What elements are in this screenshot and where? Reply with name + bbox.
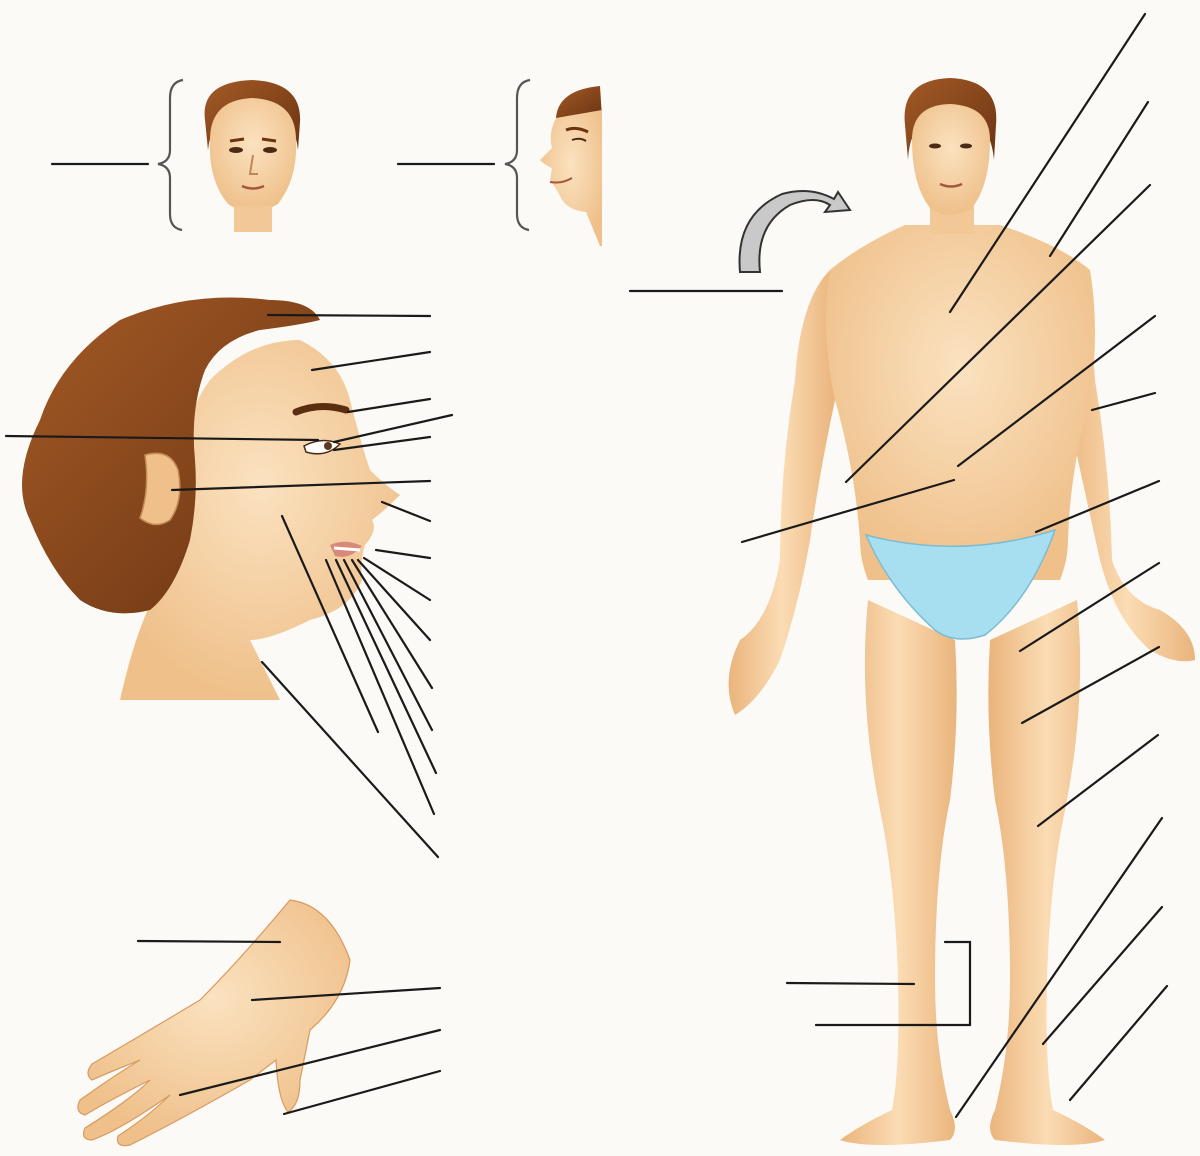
body-pointer-line-5 [1092,393,1155,410]
brace-head-side [505,80,530,230]
hand-pointer-line-4 [284,1071,440,1114]
pointer-line-15 [326,560,434,814]
body-eye-right-icon [960,144,972,149]
pointer-line-2 [312,352,430,370]
left-arm-shape [729,270,835,715]
head-large-profile-panel [6,298,452,858]
body-pointer-line-13 [1070,986,1167,1100]
eye-right-icon [263,147,277,153]
neck-shape [234,206,272,232]
pointer-line-3 [348,399,430,412]
pointer-line-1 [268,315,430,316]
pointer-line-9 [376,550,430,558]
hand-pointer-line-1 [138,941,280,942]
pointer-line-12 [352,560,432,688]
body-pointer-line-2 [1050,102,1148,256]
shin-bracket [945,942,970,1025]
body-pointer-line-14 [787,983,914,984]
full-body-panel [630,14,1195,1145]
head-side-panel [398,80,602,246]
rotation-arrow-icon [740,191,850,272]
body-eye-left-icon [929,144,941,149]
large-pupil-icon [324,442,332,450]
hand-panel [78,900,440,1146]
head-front-panel [52,80,300,232]
body-pointer-line-11 [956,818,1162,1117]
body-face-shape [912,104,990,215]
brace-head-front [158,80,183,230]
left-leg-shape [840,600,957,1145]
right-leg-shape [988,600,1105,1145]
hand-shape [78,900,350,1146]
eye-left-icon [229,147,243,153]
pointer-line-8 [382,502,430,521]
large-teeth-icon [334,548,360,550]
body-pointer-line-12 [1043,907,1162,1044]
